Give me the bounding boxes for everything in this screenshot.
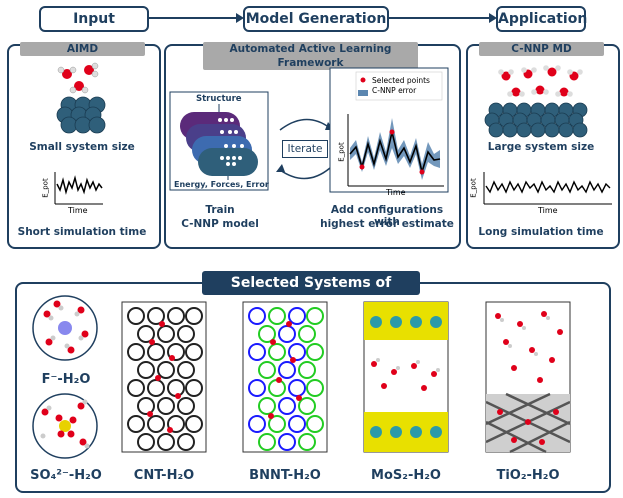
cnnp-molecular-illustration [484,65,588,138]
error-plot-ylabel: E_pot [337,142,346,162]
aimd-title: AIMD [20,42,145,56]
train-label: Train [205,204,235,216]
cnnp-energy-plot [483,172,612,205]
cnt-label: CNT-H₂O [133,468,195,483]
cnnp-caption-size: Large system size [487,141,595,153]
legend-selected: Selected points [372,76,430,85]
nn-structure-label: Structure [196,94,242,104]
error-plot [329,67,449,193]
fluoride-label: F⁻-H₂O [41,372,91,387]
add-config-label-1: Add configurations with [330,204,444,228]
mos2-label: MoS₂-H₂O [371,468,441,483]
error-plot-xlabel: Time [386,188,406,197]
header-arrows [149,13,497,23]
sulfate-label: SO₄²⁻-H₂O [30,468,102,483]
framework-title: Automated Active Learning Framework [203,42,418,70]
iterate-box: Iterate [282,140,328,158]
aimd-xlabel: Time [68,206,88,215]
bnnt-illustration [242,301,328,453]
cnnp-xlabel: Time [538,206,558,215]
sulfate-illustration [32,393,98,459]
cnnp-panel [466,44,620,249]
tio2-illustration [485,301,571,454]
legend-error: C-NNP error [372,86,417,95]
cnnp-model-label: C-NNP model [181,218,259,230]
cnnp-ylabel: E_pot [469,178,478,198]
tio2-label: TiO₂-H₂O [496,468,560,483]
aimd-energy-plot [54,172,103,205]
aimd-molecular-illustration [56,62,106,134]
cnnp-caption-time: Long simulation time [478,226,604,238]
bnnt-label: BNNT-H₂O [249,468,321,483]
cnt-illustration [121,301,207,453]
header-input: Input [39,6,149,32]
header-model-generation: Model Generation [243,6,389,32]
systems-title: Selected Systems of Interest [202,271,420,315]
fluoride-illustration [32,295,98,361]
aimd-ylabel: E_pot [41,178,50,198]
nn-stack [169,91,269,191]
add-config-label-2: highest error estimate [320,218,454,230]
cnnp-title: C-NNP MD [479,42,604,56]
nn-outputs-label: Energy, Forces, Error [174,180,269,189]
header-application: Application [496,6,587,32]
aimd-caption-size: Small system size [29,141,135,153]
mos2-illustration [363,301,449,453]
aimd-caption-time: Short simulation time [17,226,147,238]
